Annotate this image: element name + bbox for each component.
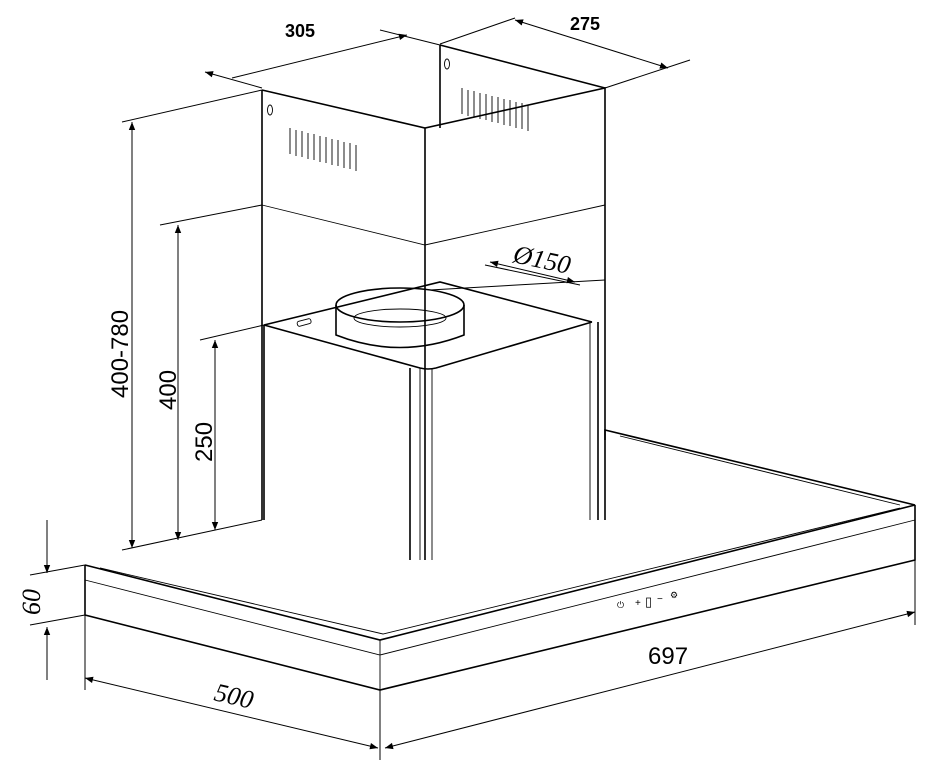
dim-chimney-height-range: 400-780 (107, 310, 134, 398)
dim-canopy-width: 697 (648, 643, 688, 670)
dim-lower-chimney-height: 400 (155, 370, 182, 410)
display-icon: ▯ (645, 594, 652, 609)
canopy (84, 428, 916, 691)
dim-canopy-thickness: 60 (17, 589, 46, 615)
plus-button-icon[interactable]: + (635, 598, 641, 609)
dim-motor-box-height: 250 (191, 422, 218, 462)
dim-duct-diameter: Ø150 (510, 239, 574, 280)
lower-chimney (261, 205, 606, 560)
dim-canopy-depth: 500 (212, 678, 257, 715)
control-panel: ⏻ + ▯ − ⚙ (617, 590, 678, 610)
dim-chimney-depth: 275 (570, 14, 600, 34)
dim-chimney-width: 305 (285, 21, 315, 41)
vent-slots-right (461, 88, 529, 131)
power-button-icon[interactable]: ⏻ (617, 600, 624, 610)
minus-button-icon[interactable]: − (657, 594, 663, 605)
motor-box (263, 281, 599, 560)
vent-slots-left (289, 128, 357, 171)
light-button-icon[interactable]: ⚙ (670, 590, 678, 600)
dimension-lines (29, 17, 916, 760)
upper-chimney (261, 44, 606, 246)
